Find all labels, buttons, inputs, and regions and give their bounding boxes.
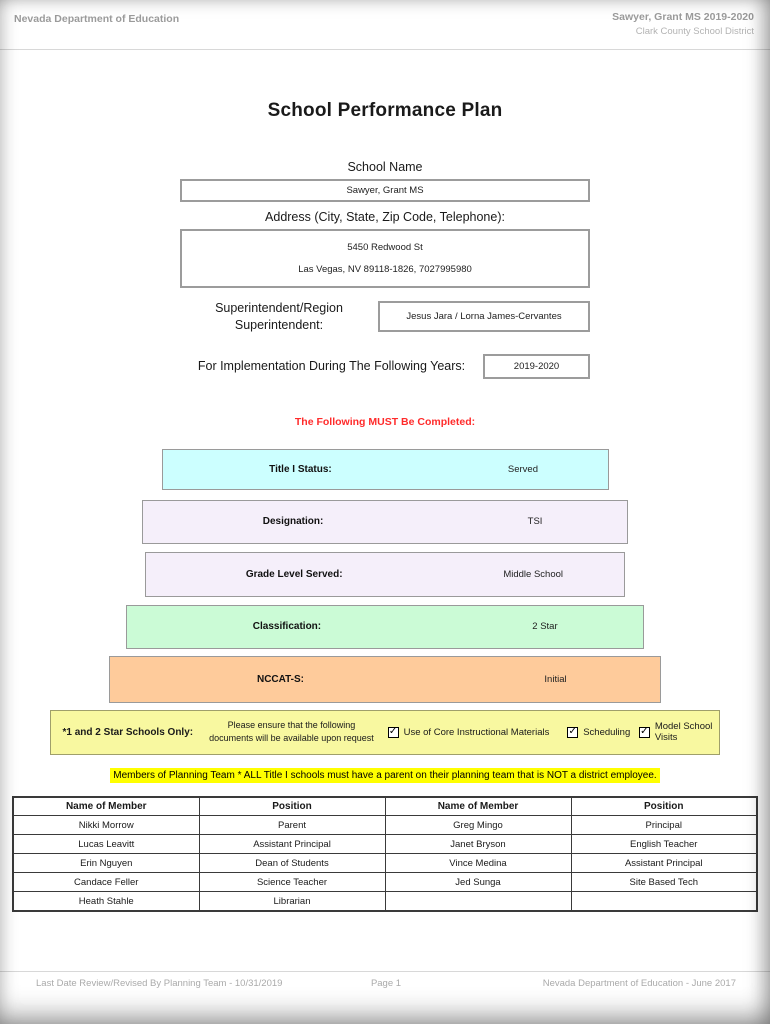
member-name-cell[interactable]: Candace Feller bbox=[12, 872, 200, 893]
title-i-status-label: Title I Status: bbox=[269, 463, 332, 475]
member-position-cell[interactable]: Parent bbox=[198, 815, 386, 836]
nccat-s-value[interactable]: Initial bbox=[544, 673, 567, 685]
star-schools-bar: *1 and 2 Star Schools Only: Please ensur… bbox=[50, 709, 720, 755]
checkmark-icon[interactable]: ✓ bbox=[387, 726, 399, 738]
planning-team-notice-wrap: Members of Planning Team * ALL Title I s… bbox=[0, 765, 770, 783]
designation-row: Designation: TSI bbox=[142, 499, 628, 544]
grade-level-label: Grade Level Served: bbox=[245, 568, 343, 580]
footer-last-review: Last Date Review/Revised By Planning Tea… bbox=[36, 978, 283, 989]
address-line2: Las Vegas, NV 89118-1826, 7027995980 bbox=[298, 264, 472, 275]
page-header: Nevada Department of Education Sawyer, G… bbox=[0, 0, 770, 37]
col-header-position-2: Position bbox=[570, 796, 758, 817]
table-row: Candace Feller Science Teacher Jed Sunga… bbox=[12, 872, 758, 893]
star-schools-note: Please ensure that the following documen… bbox=[209, 719, 374, 744]
member-position-cell[interactable]: Assistant Principal bbox=[570, 853, 758, 874]
header-org-name: Nevada Department of Education bbox=[14, 13, 180, 25]
grade-level-value[interactable]: Middle School bbox=[503, 568, 563, 580]
nccat-s-row: NCCAT-S: Initial bbox=[109, 655, 661, 703]
planning-team-notice: Members of Planning Team * ALL Title I s… bbox=[110, 767, 660, 783]
implementation-row: For Implementation During The Following … bbox=[180, 353, 590, 379]
member-position-cell[interactable]: Science Teacher bbox=[198, 872, 386, 893]
member-name-cell[interactable]: Jed Sunga bbox=[384, 872, 572, 893]
member-position-cell[interactable]: Assistant Principal bbox=[198, 834, 386, 855]
member-name-cell[interactable]: Vince Medina bbox=[384, 853, 572, 874]
member-position-cell[interactable]: English Teacher bbox=[570, 834, 758, 855]
footer-page-number: Page 1 bbox=[370, 978, 402, 989]
address-field[interactable]: 5450 Redwood St Las Vegas, NV 89118-1826… bbox=[180, 229, 590, 288]
page-title: School Performance Plan bbox=[267, 100, 503, 121]
member-name-cell[interactable] bbox=[384, 891, 572, 912]
member-name-cell[interactable]: Erin Nguyen bbox=[12, 853, 200, 874]
member-name-cell[interactable]: Lucas Leavitt bbox=[12, 834, 200, 855]
school-name-field[interactable]: Sawyer, Grant MS bbox=[180, 179, 590, 202]
table-row: Heath Stahle Librarian bbox=[12, 891, 758, 912]
checkbox-scheduling-label: Scheduling bbox=[583, 726, 631, 738]
star-schools-label: *1 and 2 Star Schools Only: bbox=[62, 726, 194, 738]
table-row: Erin Nguyen Dean of Students Vince Medin… bbox=[12, 853, 758, 874]
planning-team-table: Name of Member Position Name of Member P… bbox=[12, 795, 758, 912]
table-row: Lucas Leavitt Assistant Principal Janet … bbox=[12, 834, 758, 855]
col-header-name-2: Name of Member bbox=[384, 796, 572, 817]
must-complete-notice: The Following MUST Be Completed: bbox=[294, 415, 476, 428]
member-position-cell[interactable]: Site Based Tech bbox=[570, 872, 758, 893]
school-name-label: School Name bbox=[347, 160, 423, 174]
col-header-name-1: Name of Member bbox=[12, 796, 200, 817]
checkbox-model-visits-label: Model School Visits bbox=[654, 721, 713, 744]
header-district: Clark County School District bbox=[635, 26, 754, 37]
table-header-row: Name of Member Position Name of Member P… bbox=[12, 796, 758, 817]
address-line1: 5450 Redwood St bbox=[347, 242, 423, 253]
member-position-cell[interactable]: Dean of Students bbox=[198, 853, 386, 874]
table-row: Nikki Morrow Parent Greg Mingo Principal bbox=[12, 815, 758, 836]
checkmark-icon[interactable]: ✓ bbox=[638, 726, 650, 738]
designation-value[interactable]: TSI bbox=[527, 516, 543, 528]
superintendent-label: Superintendent/Region Superintendent: bbox=[215, 301, 343, 332]
nccat-s-label: NCCAT-S: bbox=[256, 673, 305, 685]
header-school-info: Sawyer, Grant MS 2019-2020 Clark County … bbox=[612, 11, 754, 37]
superintendent-field[interactable]: Jesus Jara / Lorna James-Cervantes bbox=[378, 301, 590, 333]
member-name-cell[interactable]: Greg Mingo bbox=[384, 815, 572, 836]
implementation-label: For Implementation During The Following … bbox=[197, 358, 466, 373]
checkbox-model-visits[interactable]: ✓ Model School Visits bbox=[638, 721, 719, 744]
col-header-position-1: Position bbox=[198, 796, 386, 817]
classification-row: Classification: 2 Star bbox=[126, 604, 644, 649]
member-position-cell[interactable]: Librarian bbox=[198, 891, 386, 912]
title-i-status-row: Title I Status: Served bbox=[161, 448, 609, 490]
member-name-cell[interactable]: Heath Stahle bbox=[12, 891, 200, 912]
footer-source: Nevada Department of Education - June 20… bbox=[542, 978, 736, 989]
checkmark-icon[interactable]: ✓ bbox=[567, 726, 579, 738]
classification-label: Classification: bbox=[252, 621, 322, 633]
page-footer: Last Date Review/Revised By Planning Tea… bbox=[0, 971, 770, 989]
superintendent-row: Superintendent/Region Superintendent: Je… bbox=[180, 300, 590, 334]
title-i-status-value[interactable]: Served bbox=[507, 463, 538, 475]
member-position-cell[interactable] bbox=[570, 891, 758, 912]
grade-level-row: Grade Level Served: Middle School bbox=[145, 551, 625, 597]
header-school-year: Sawyer, Grant MS 2019-2020 bbox=[612, 11, 754, 23]
implementation-years-field[interactable]: 2019-2020 bbox=[483, 353, 590, 379]
member-name-cell[interactable]: Nikki Morrow bbox=[12, 815, 200, 836]
address-label: Address (City, State, Zip Code, Telephon… bbox=[265, 210, 505, 224]
member-position-cell[interactable]: Principal bbox=[570, 815, 758, 836]
classification-value[interactable]: 2 Star bbox=[532, 621, 558, 633]
checkbox-scheduling[interactable]: ✓ Scheduling bbox=[559, 726, 639, 738]
checkbox-core-materials[interactable]: ✓ Use of Core Instructional Materials bbox=[378, 726, 558, 738]
checkbox-core-materials-label: Use of Core Instructional Materials bbox=[403, 726, 550, 738]
designation-label: Designation: bbox=[262, 516, 324, 528]
header-divider bbox=[0, 49, 770, 50]
member-name-cell[interactable]: Janet Bryson bbox=[384, 834, 572, 855]
